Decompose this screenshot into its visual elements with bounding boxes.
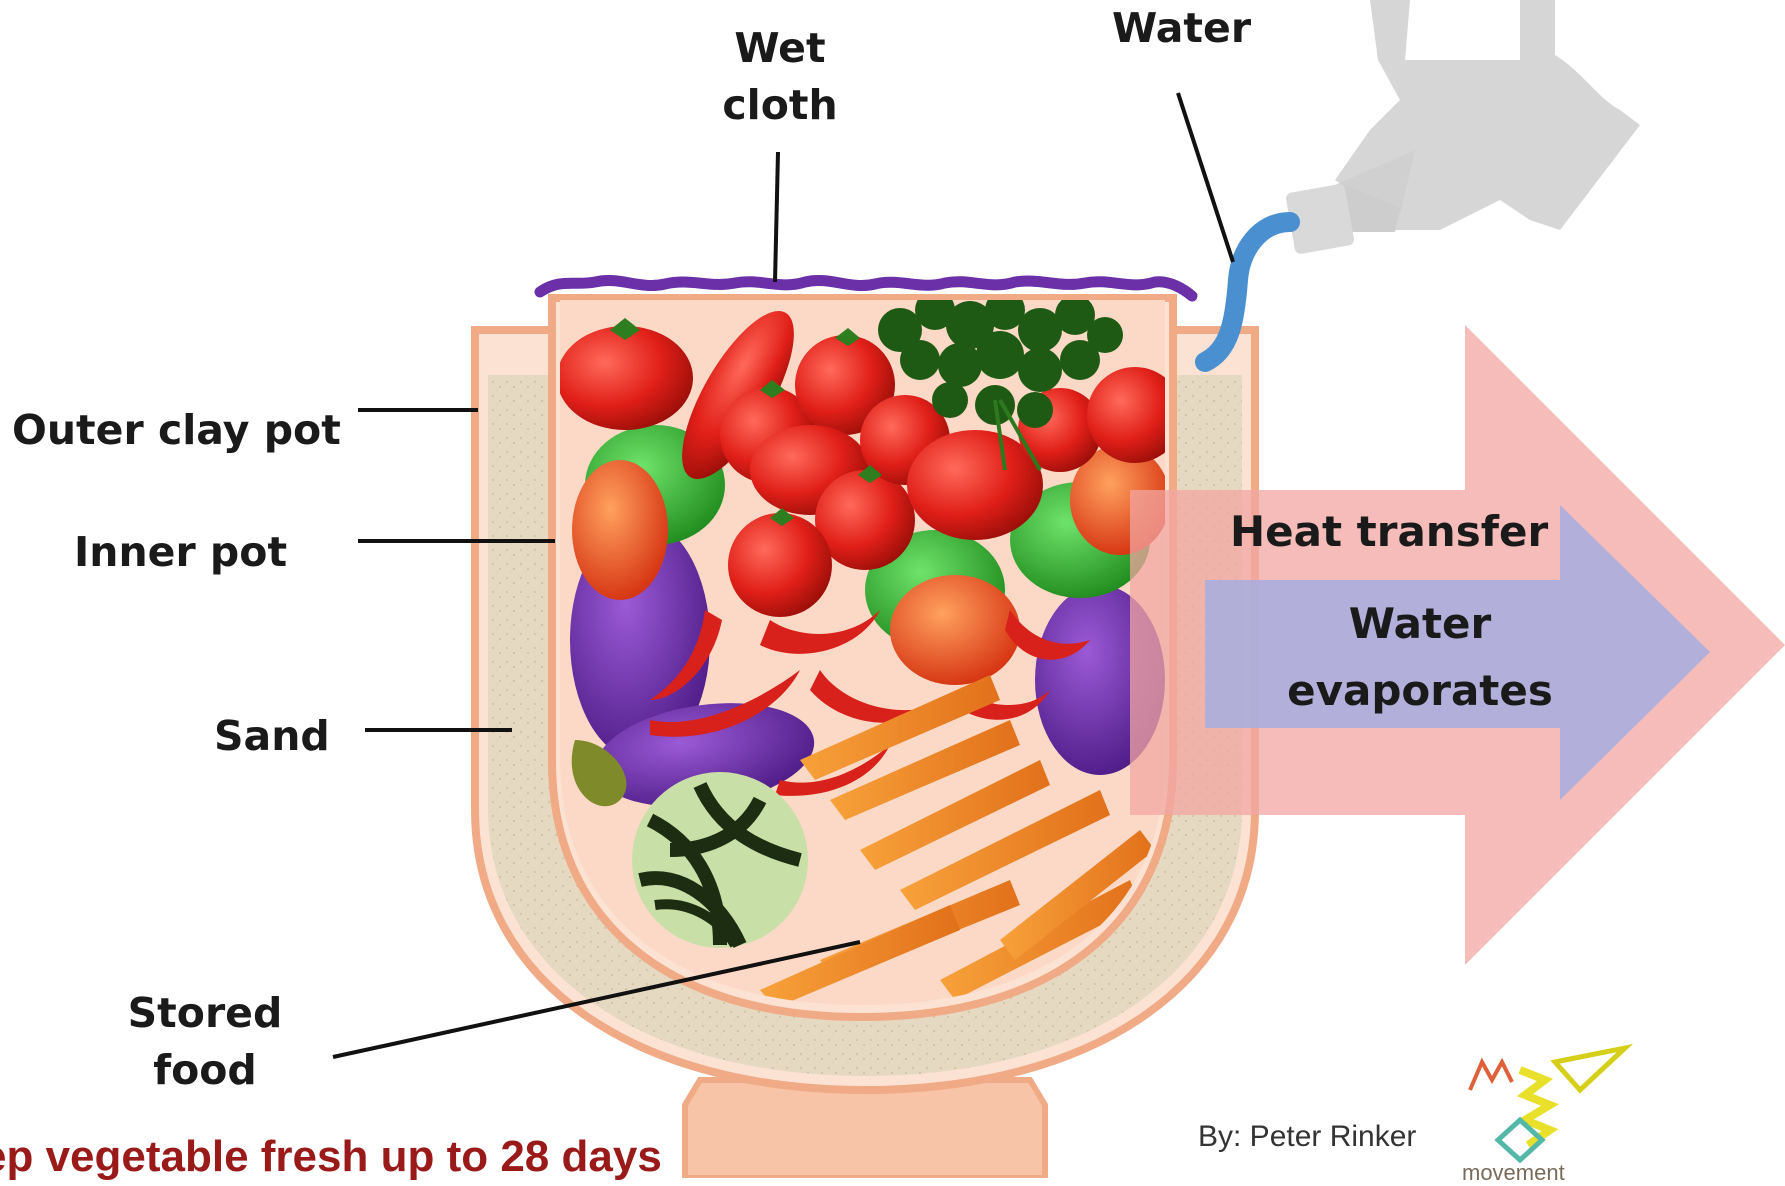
label-inner-pot: Inner pot xyxy=(74,524,287,581)
label-wet-cloth-line2: cloth xyxy=(720,77,840,134)
watering-can-icon xyxy=(1285,0,1640,255)
label-water: Water xyxy=(1112,0,1251,57)
movement-logo-icon xyxy=(1470,1048,1625,1160)
label-stored-food-line1: Stored xyxy=(115,985,295,1042)
label-water-evaporates-line1: Water xyxy=(1270,590,1570,657)
label-water-evaporates: Water evaporates xyxy=(1270,590,1570,724)
label-stored-food: Stored food xyxy=(115,985,295,1100)
logo-text: movement xyxy=(1462,1160,1565,1186)
label-outer-clay-pot: Outer clay pot xyxy=(12,402,341,459)
label-wet-cloth-line1: Wet xyxy=(720,20,840,77)
cabbage-icon xyxy=(632,772,808,948)
wet-cloth xyxy=(540,280,1192,296)
label-heat-transfer: Heat transfer xyxy=(1230,498,1548,565)
label-wet-cloth: Wet cloth xyxy=(720,20,840,135)
label-water-evaporates-line2: evaporates xyxy=(1270,657,1570,724)
author-credit: By: Peter Rinker xyxy=(1198,1120,1416,1154)
pot-stand xyxy=(685,1080,1045,1178)
label-stored-food-line2: food xyxy=(115,1042,295,1099)
stored-vegetables xyxy=(557,290,1183,1010)
label-sand: Sand xyxy=(214,708,330,765)
caption: ep vegetable fresh up to 28 days xyxy=(0,1132,662,1182)
